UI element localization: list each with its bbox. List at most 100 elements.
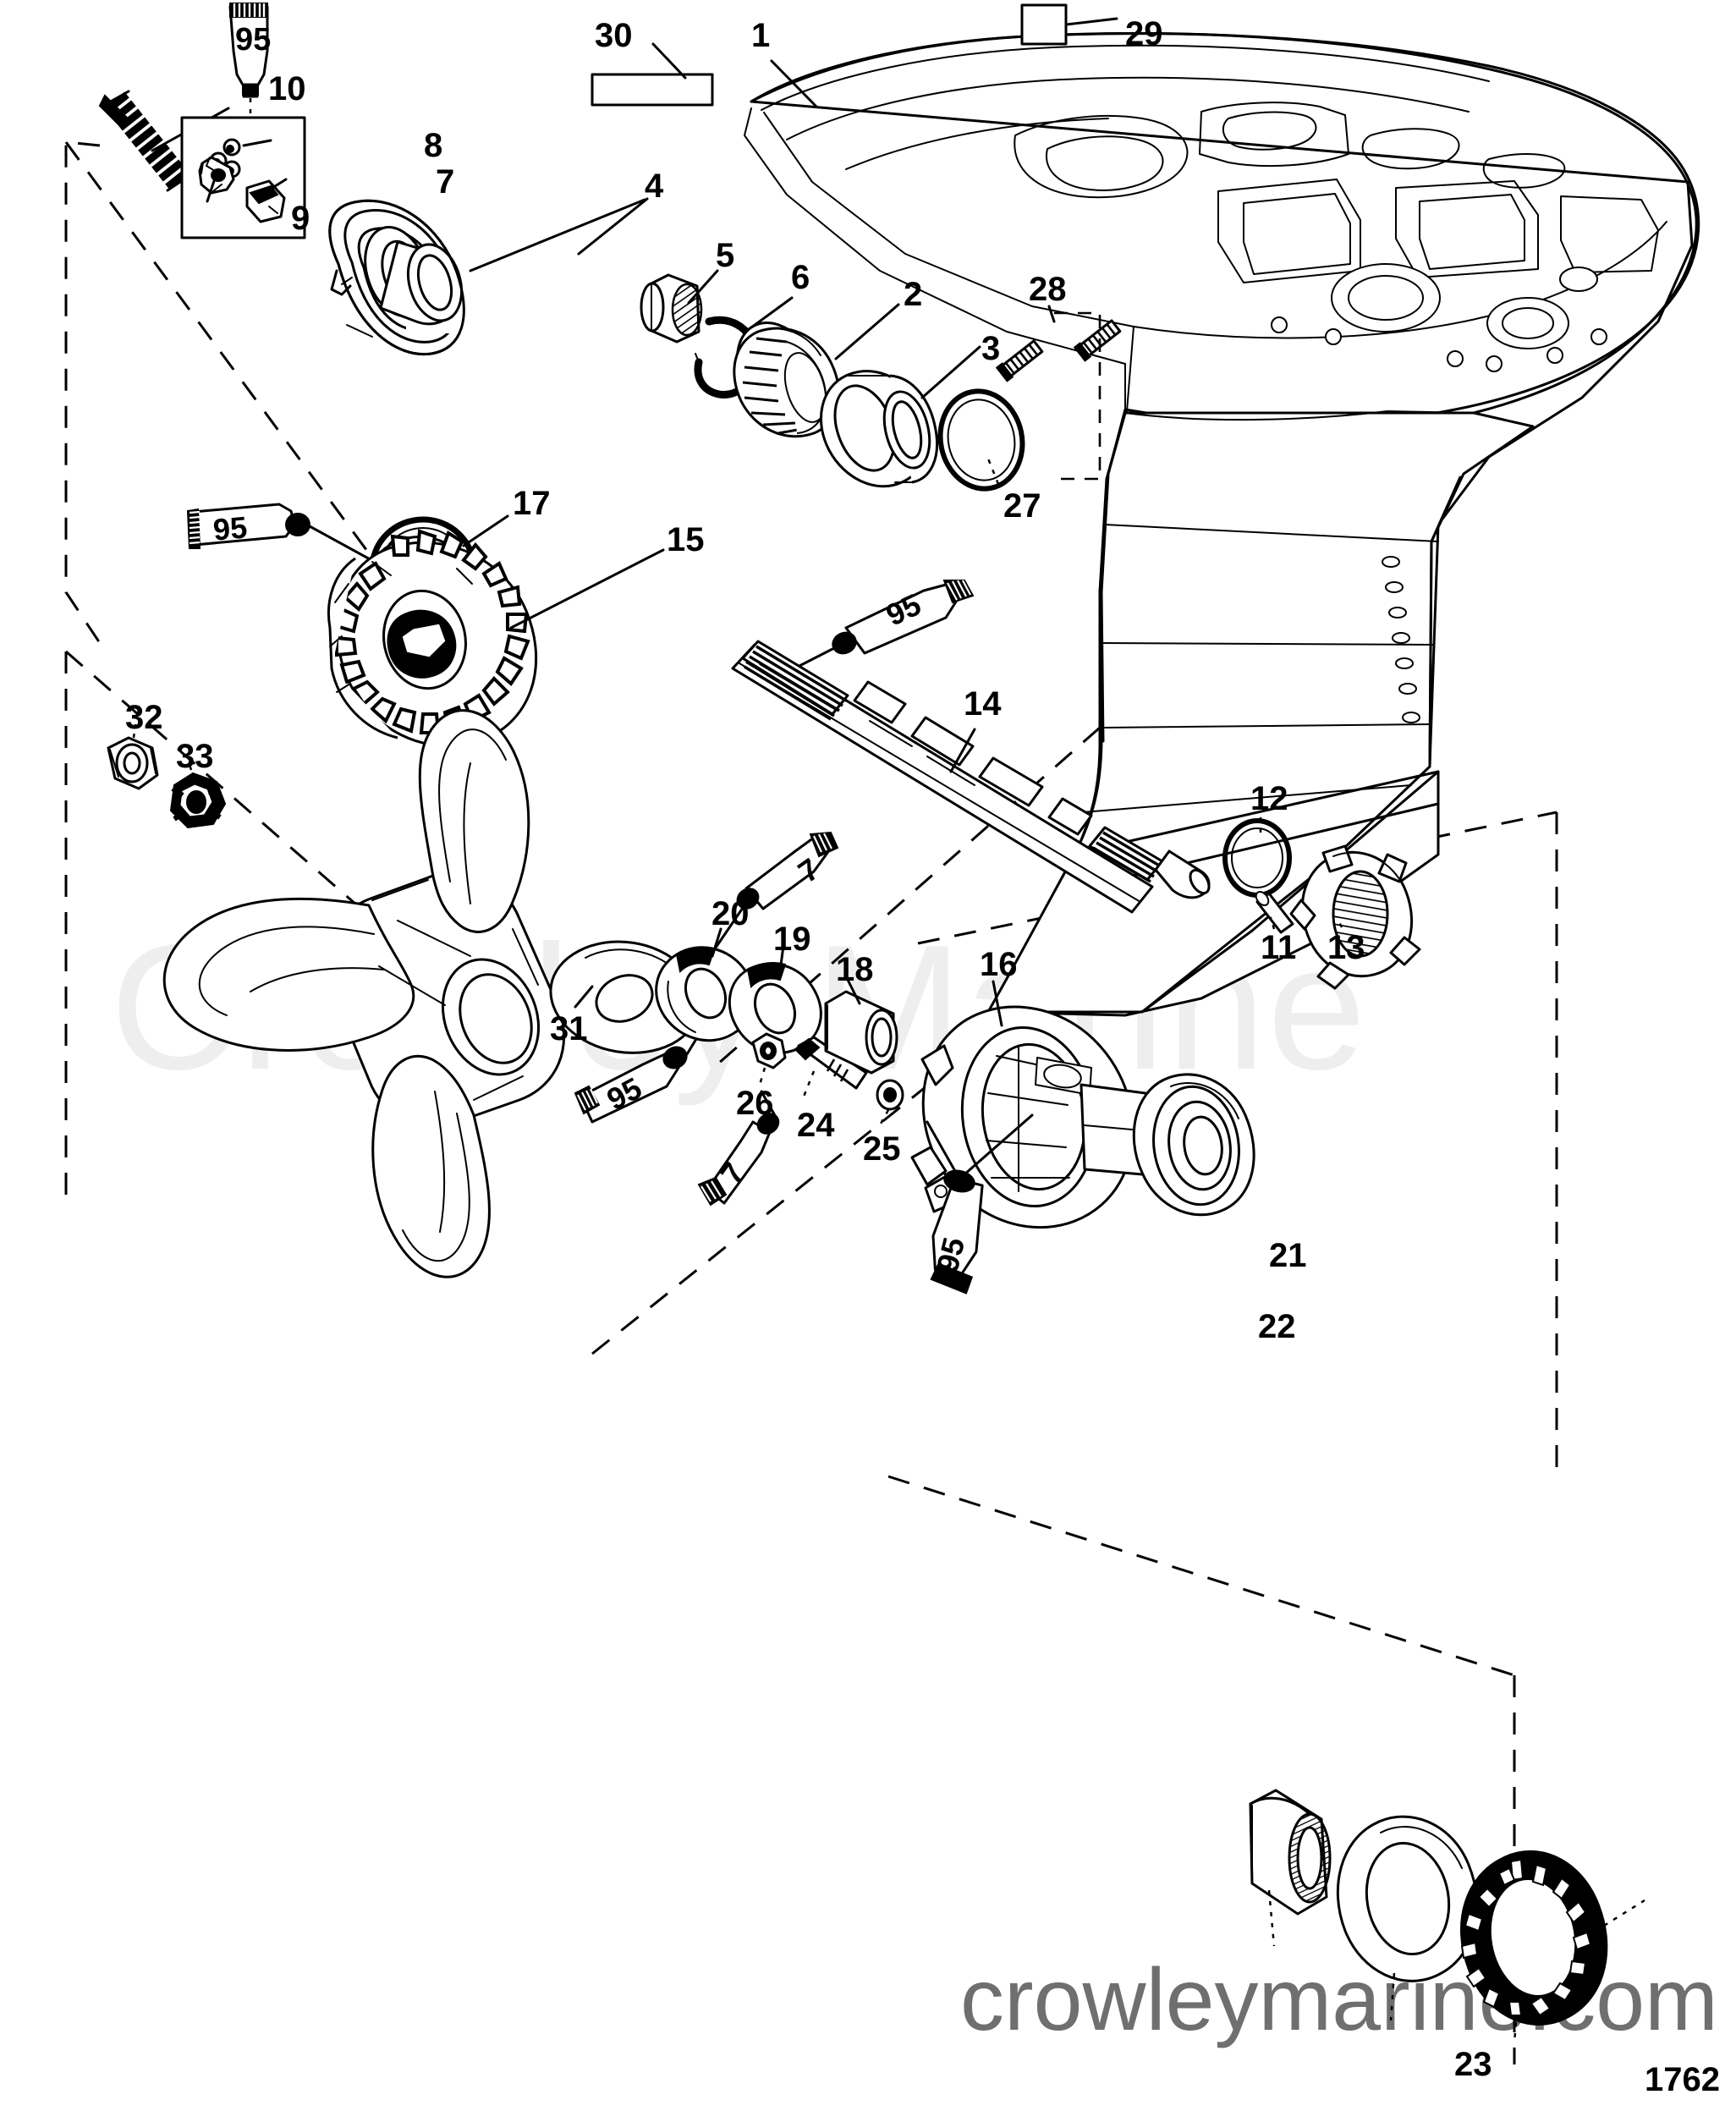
callout-7: 7	[436, 163, 455, 201]
part-10-spring	[98, 90, 195, 192]
leader-15	[509, 548, 665, 629]
part-19-seal	[728, 962, 822, 1054]
part-9-cam-follower	[198, 156, 235, 195]
leader-33	[186, 759, 193, 771]
leader-4-line	[469, 198, 646, 272]
propeller	[162, 709, 566, 1278]
leader-17	[462, 514, 509, 547]
part-13-clutch	[1289, 844, 1421, 990]
part-33-hub-kit	[169, 772, 227, 829]
callout-14: 14	[964, 685, 1002, 723]
part-23-thrust-bearing	[1460, 1850, 1608, 2026]
callout-16: 16	[980, 946, 1018, 983]
callout-8: 8	[424, 127, 443, 164]
leader-27	[986, 458, 1000, 485]
part-2-tapered-roller-bearing	[733, 321, 841, 438]
callout-5: 5	[716, 237, 735, 274]
part-25-washer	[876, 1079, 904, 1111]
leader-23b	[1603, 1899, 1645, 1927]
callout-3: 3	[981, 330, 1001, 367]
callout-23: 23	[1454, 2046, 1492, 2083]
part-24-bolt	[794, 1036, 868, 1090]
part-28-screws	[995, 311, 1122, 481]
leader-20	[711, 927, 722, 958]
group-boundary-upper-left	[64, 140, 399, 644]
part-20-seal	[655, 946, 756, 1042]
part-95-tube-shaft	[832, 580, 975, 655]
callout-10: 10	[268, 70, 306, 107]
part-15-driven-gear	[327, 529, 538, 748]
part-5-bushing-real	[640, 273, 703, 344]
leader-4	[577, 197, 649, 256]
callout-19: 19	[773, 921, 811, 958]
leader-30	[651, 42, 687, 80]
leader-2	[834, 303, 900, 360]
callout-28: 28	[1029, 271, 1067, 308]
tube-label-95-mid: 95	[212, 509, 249, 547]
leader-22	[1389, 1972, 1396, 2021]
callout-15: 15	[667, 521, 705, 558]
callout-1: 1	[751, 17, 771, 54]
part-95-tube-top	[228, 3, 269, 98]
part-95-tube-bottom	[930, 1169, 984, 1295]
part-7-tube-b	[736, 831, 839, 910]
part-3-bearing-race	[819, 370, 939, 488]
leader-95-bottom-b	[926, 1120, 958, 1174]
callout-24: 24	[797, 1107, 835, 1144]
leader-19	[778, 944, 785, 973]
callout-18: 18	[836, 951, 874, 988]
leader-7	[271, 178, 288, 190]
callout-29: 29	[1125, 15, 1163, 52]
callout-20: 20	[711, 895, 750, 932]
leader-1	[770, 59, 818, 108]
leader-23	[1513, 2021, 1518, 2043]
leader-21	[1267, 1889, 1276, 1947]
callout-33: 33	[176, 738, 214, 775]
callout-31: 31	[550, 1010, 588, 1047]
callout-30: 30	[595, 17, 633, 54]
leader-9	[206, 179, 216, 203]
callout-13: 13	[1327, 929, 1365, 966]
leader-7b	[714, 904, 746, 949]
callout-2: 2	[904, 276, 923, 313]
leader-3	[920, 345, 981, 399]
leader-16	[992, 980, 1003, 1027]
leader-25	[878, 1109, 890, 1126]
part-7-tube-c	[697, 1113, 780, 1207]
part-95-tube-mid	[186, 503, 310, 549]
part-30-decal	[591, 73, 714, 107]
leader-18	[844, 975, 861, 1005]
part-18-spacer	[824, 990, 898, 1075]
part-11-pin	[1255, 891, 1294, 934]
part-29-plate	[1020, 3, 1068, 46]
callout-9: 9	[291, 200, 310, 237]
callout-12: 12	[1250, 780, 1288, 817]
callout-11: 11	[1261, 929, 1297, 966]
callout-32: 32	[125, 699, 163, 736]
leader-31	[574, 985, 594, 1009]
leader-8	[242, 139, 272, 147]
leader-13	[1335, 916, 1343, 928]
callout-22: 22	[1258, 1308, 1296, 1345]
callout-26: 26	[736, 1085, 774, 1122]
leader-26	[758, 1067, 766, 1086]
callout-17: 17	[513, 485, 551, 522]
part-26-nut	[751, 1032, 787, 1069]
leader-11	[1269, 916, 1276, 930]
part-27-o-ring	[937, 388, 1025, 492]
leader-29	[1058, 17, 1118, 27]
part-4-collar-redraw	[328, 199, 465, 356]
drawing-number: 1762	[1645, 2061, 1720, 2098]
leader-28	[1047, 305, 1056, 323]
callout-4: 4	[645, 168, 664, 205]
part-22-thrust-washer	[1336, 1815, 1479, 1982]
part-7-grease-stick	[245, 179, 286, 223]
leader-24	[802, 1070, 816, 1097]
part-95-tube-lower	[574, 1046, 688, 1124]
part-32-prop-nut	[107, 736, 159, 790]
callout-25: 25	[863, 1130, 901, 1168]
leader-14	[949, 728, 976, 773]
callout-6: 6	[791, 259, 810, 296]
